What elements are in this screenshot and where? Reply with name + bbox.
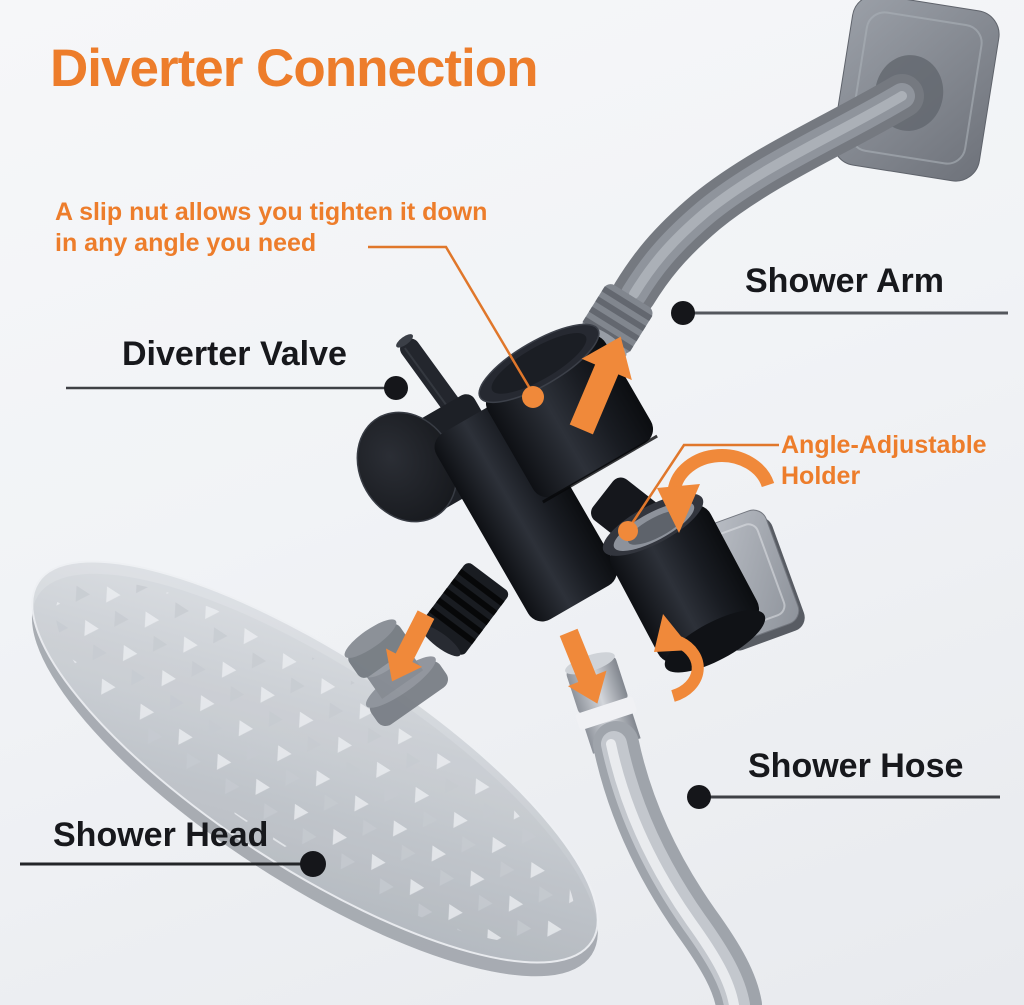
leader-slip-nut (368, 245, 544, 408)
leader-shower-hose (687, 785, 1000, 809)
holder-annotation: Angle-Adjustable Holder (781, 430, 987, 492)
arm-point-dot (671, 301, 695, 325)
shower-arm-illustration (579, 0, 1000, 358)
label-shower-arm: Shower Arm (745, 262, 945, 300)
slip-nut-annotation-line2: in any angle you need (55, 229, 317, 257)
holder-illustration (602, 493, 805, 673)
valve-body (434, 396, 617, 622)
diverter-valve-illustration (356, 323, 682, 657)
slip-nut-annotation-line1: A slip nut allows you tighten it down (55, 198, 488, 226)
rotation-arrow-bottom-icon (654, 614, 704, 702)
rotation-arrow-top-icon (657, 449, 775, 533)
holder-annotation-line2: Holder (781, 462, 861, 490)
hose-tube (593, 721, 762, 1005)
leader-holder (618, 443, 779, 541)
slip-nut-annotation: A slip nut allows you tighten it down in… (55, 197, 487, 259)
shower-head-illustration (31, 560, 599, 977)
page-title: Diverter Connection (50, 39, 539, 98)
label-diverter-valve: Diverter Valve (122, 335, 347, 373)
label-shower-head: Shower Head (53, 816, 269, 854)
nozzle-pattern (55, 580, 575, 944)
label-shower-hose: Shower Hose (748, 747, 964, 785)
slip-nut-point-dot (522, 386, 544, 408)
head-point-dot (300, 851, 326, 877)
shower-hose-illustration (565, 652, 762, 1005)
leader-shower-head (20, 851, 326, 877)
valve-bottom-port (421, 563, 509, 657)
leader-diverter-valve (66, 376, 408, 400)
holder-annotation-line1: Angle-Adjustable (781, 431, 987, 459)
hose-point-dot (687, 785, 711, 809)
valve-point-dot (384, 376, 408, 400)
holder-point-dot (618, 521, 638, 541)
leader-shower-arm (671, 301, 1008, 325)
arm-pipe (612, 74, 924, 316)
